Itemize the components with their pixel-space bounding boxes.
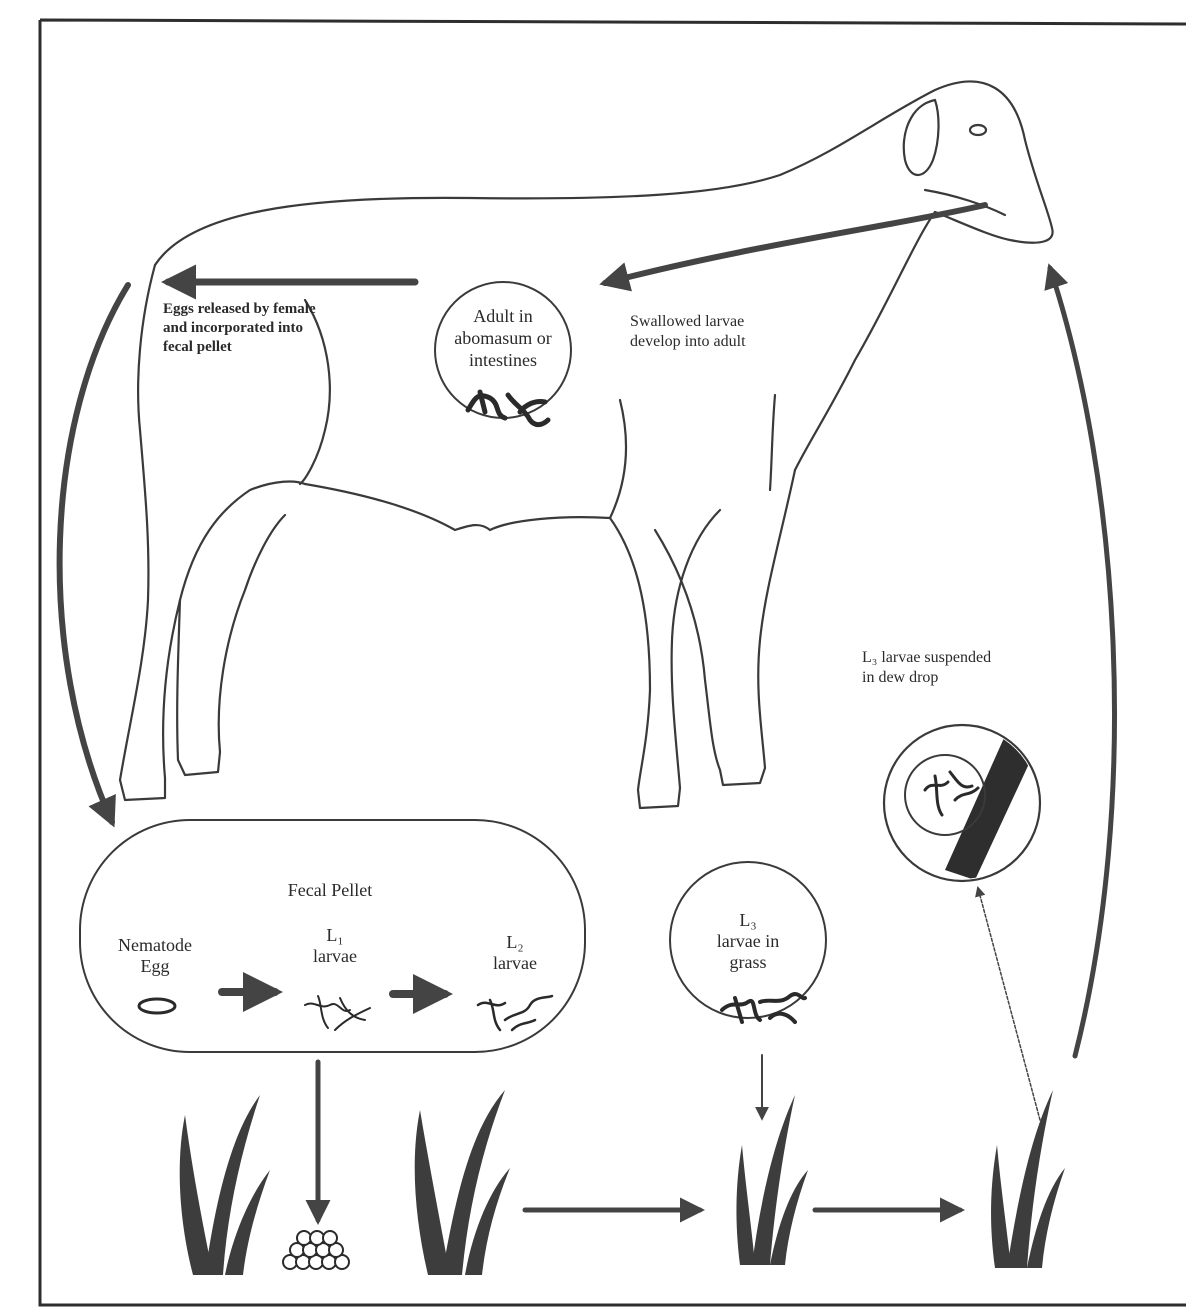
adult-circle-label: Adult in abomasum or intestines — [438, 305, 568, 371]
sheep-outline — [120, 81, 1053, 808]
grass-icon — [991, 1090, 1065, 1268]
egg-cluster-icon — [283, 1231, 349, 1269]
arrow-grass-to-dew — [978, 888, 1040, 1120]
grass-icon — [180, 1095, 270, 1275]
l1-larvae-label: L₁ larvae — [285, 925, 385, 967]
l3-dew-label: L₃ larvae suspended in dew drop — [862, 648, 1062, 688]
l2-worms-icon — [478, 996, 552, 1030]
l3-grass-label: L₃ larvae in grass — [698, 910, 798, 973]
egg-icon — [139, 999, 175, 1013]
l1-worms-icon — [305, 996, 370, 1030]
l2-larvae-label: L₂ larvae — [465, 932, 565, 974]
swallowed-label: Swallowed larvae develop into adult — [630, 312, 830, 352]
dew-drop-icon — [884, 720, 1040, 881]
grass-icon — [415, 1090, 510, 1275]
eggs-released-label: Eggs released by female and incorporated… — [163, 300, 393, 357]
arrow-swallowed — [605, 205, 985, 283]
grass-icon — [736, 1095, 808, 1265]
nematode-egg-label: Nematode Egg — [95, 935, 215, 977]
fecal-pellet-label: Fecal Pellet — [250, 880, 410, 901]
arrow-eggs-to-pellet — [60, 285, 128, 822]
